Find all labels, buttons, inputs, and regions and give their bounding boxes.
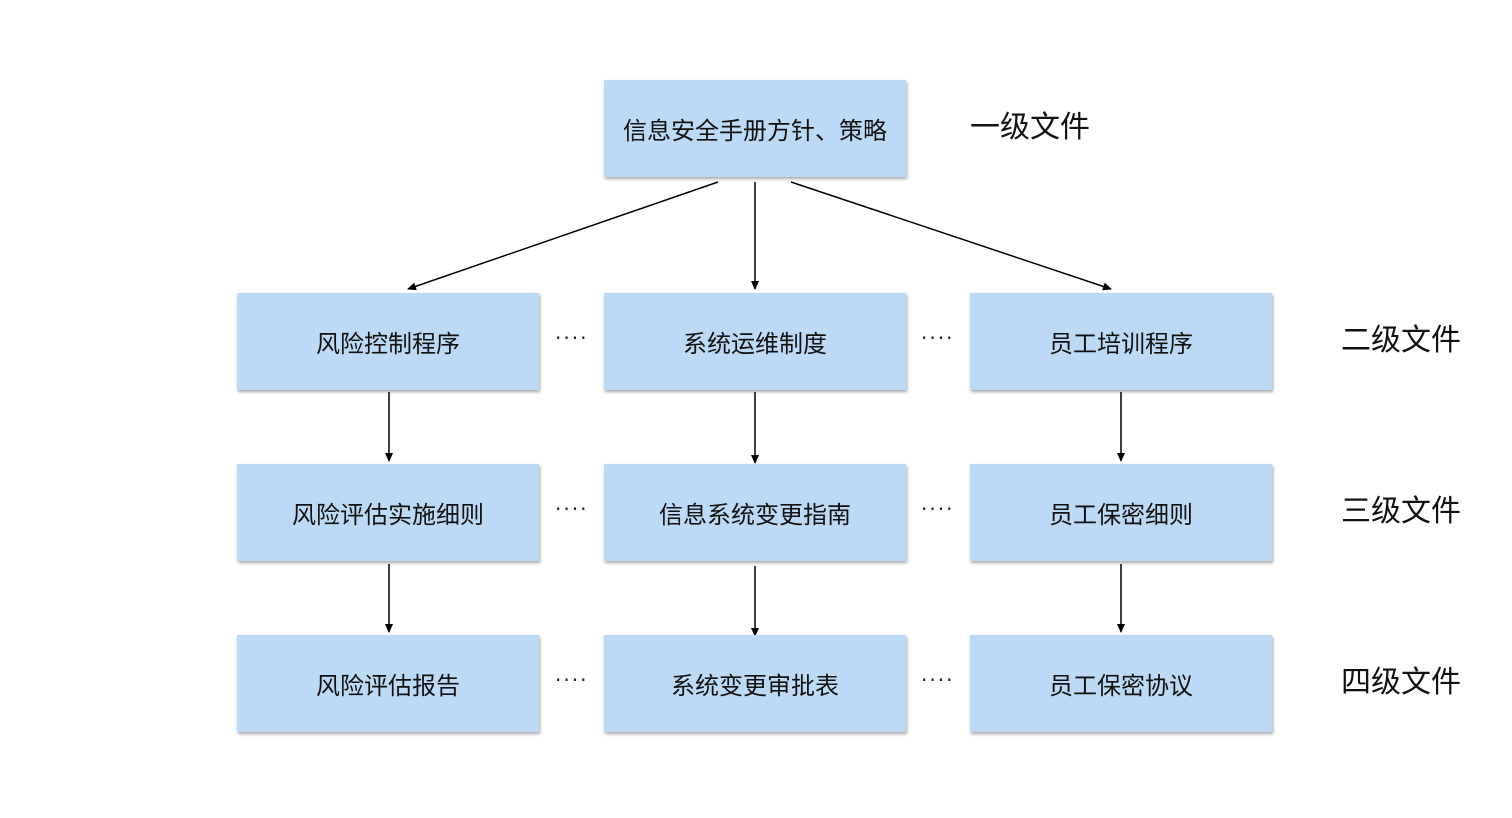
node-level2-training: 员工培训程序	[970, 293, 1272, 390]
ellipsis-level2-b: ····	[921, 326, 955, 350]
node-level3-confidentiality-rules: 员工保密细则	[970, 464, 1272, 561]
node-level3-change-guide: 信息系统变更指南	[604, 464, 906, 561]
node-level1-policy: 信息安全手册方针、策略	[604, 80, 906, 177]
arrow-l1-to-l2-left	[407, 181, 719, 291]
node-level4-confidentiality-agreement: 员工保密协议	[970, 635, 1272, 732]
arrow-l1-to-l2-right	[790, 181, 1112, 291]
level-label-4: 四级文件	[1341, 665, 1461, 700]
ellipsis-level3-a: ····	[555, 497, 589, 521]
node-level2-ops: 系统运维制度	[604, 293, 906, 390]
node-level3-risk-assessment-rules: 风险评估实施细则	[237, 464, 539, 561]
ellipsis-level4-a: ····	[555, 668, 589, 692]
node-level2-risk-control: 风险控制程序	[237, 293, 539, 390]
level-label-3: 三级文件	[1341, 494, 1461, 529]
node-level4-change-approval: 系统变更审批表	[604, 635, 906, 732]
ellipsis-level2-a: ····	[555, 326, 589, 350]
node-level4-risk-report: 风险评估报告	[237, 635, 539, 732]
ellipsis-level4-b: ····	[921, 668, 955, 692]
level-label-1: 一级文件	[970, 110, 1090, 145]
level-label-2: 二级文件	[1341, 323, 1461, 358]
ellipsis-level3-b: ····	[921, 497, 955, 521]
